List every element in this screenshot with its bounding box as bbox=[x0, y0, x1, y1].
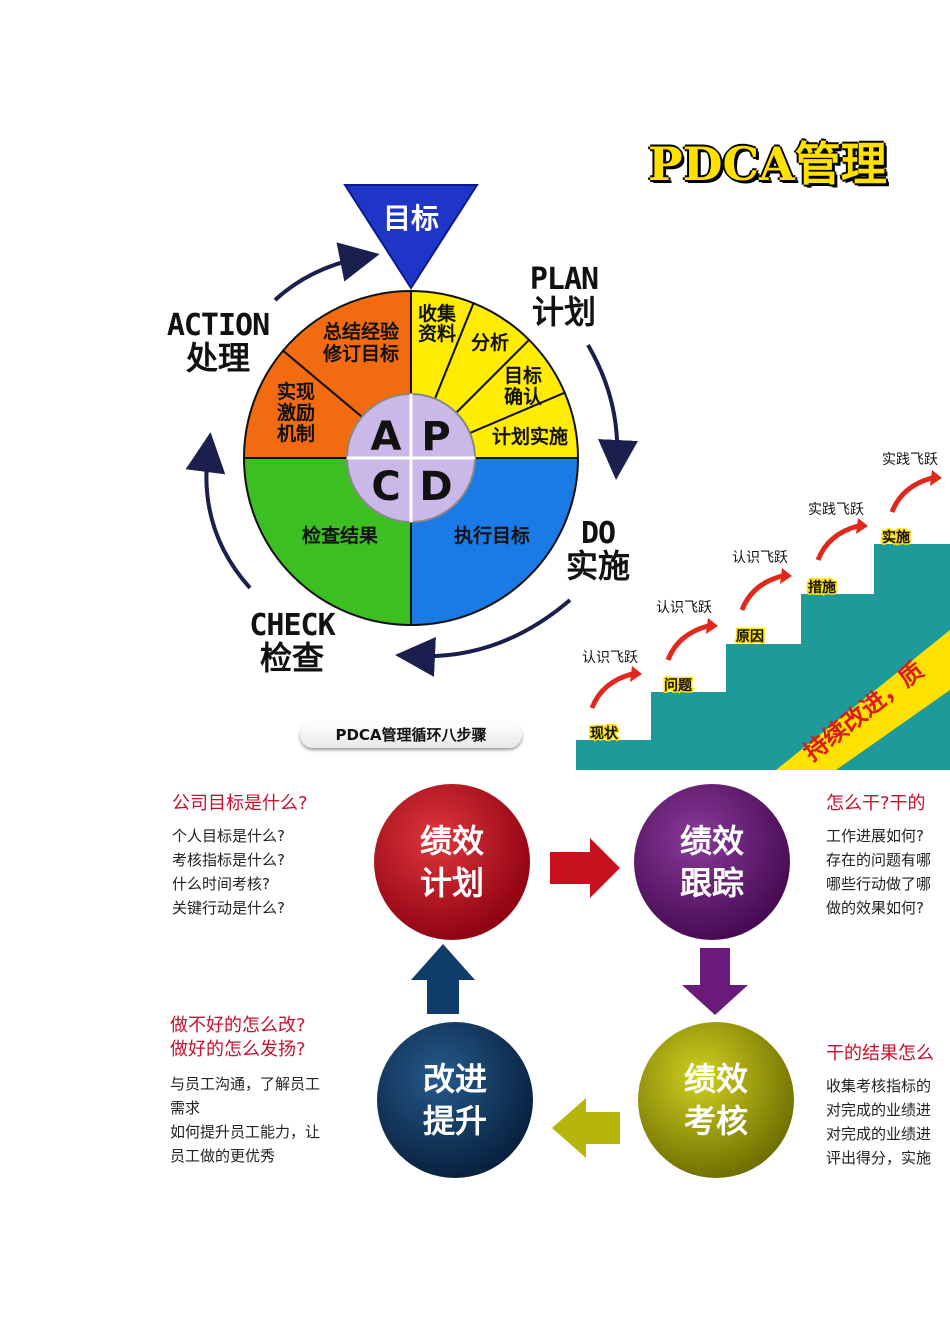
check-label: CHECK 检查 bbox=[240, 610, 344, 675]
seg-incentive-1: 实现 bbox=[277, 380, 315, 403]
seg-collect-1: 收集 bbox=[418, 302, 457, 325]
seg-summarize-1: 总结经验 bbox=[323, 320, 400, 343]
leap-3: 认识飞跃 bbox=[732, 550, 788, 566]
seg-confirm-2: 确认 bbox=[504, 385, 542, 408]
plan-q-lines: 个人目标是什么? 考核指标是什么? 什么时间考核? 关键行动是什么? bbox=[172, 827, 285, 917]
check-en: CHECK bbox=[249, 608, 335, 643]
arrow-action-to-goal bbox=[273, 242, 380, 302]
circle-plan-label: 绩效 计划 bbox=[382, 820, 522, 904]
center-p: P bbox=[421, 414, 450, 460]
check-cn: 检查 bbox=[259, 638, 324, 677]
track-questions: 怎么干?干的 工作进展如何? 存在的问题有哪 哪些行动做了哪 做的效果如何? bbox=[826, 792, 950, 920]
arrow-check-to-action bbox=[185, 432, 252, 590]
banner-shape bbox=[776, 630, 950, 770]
pdca-wheel: 目标 总结经验 修订目标 收集 资料 分析 目标 确认 计划实施 实现 激励 机… bbox=[185, 184, 638, 677]
goal-triangle bbox=[343, 184, 479, 290]
circle-track-label: 绩效 跟踪 bbox=[642, 820, 782, 904]
assess-questions: 干的结果怎么 收集考核指标的 对完成的业绩进 对完成的业绩进 评出得分，实施 bbox=[826, 1042, 950, 1170]
seg-incentive-3: 机制 bbox=[277, 422, 315, 445]
goal-label: 目标 bbox=[383, 202, 439, 235]
circle-improve-label: 改进 提升 bbox=[385, 1058, 525, 1142]
circle-improve bbox=[377, 1022, 533, 1178]
center-c: C bbox=[371, 464, 400, 510]
leap-arrow-1 bbox=[589, 671, 633, 709]
arrow-plan-to-track bbox=[550, 838, 620, 898]
improve-questions: 做不好的怎么改? 做好的怎么发扬? 与员工沟通，了解员工 需求 如何提升员工能力… bbox=[170, 1014, 370, 1168]
leap-2: 认识飞跃 bbox=[656, 600, 712, 616]
arrow-do-to-check bbox=[395, 598, 572, 677]
stairs-svg: 持续改进，质 现状 问题 原因 措施 实施 认识飞跃 认识飞跃 认识飞跃 实践飞… bbox=[576, 452, 950, 770]
seg-summarize-2: 修订目标 bbox=[322, 342, 399, 365]
step-4: 措施 bbox=[808, 579, 836, 596]
seg-incentive-2: 激励 bbox=[277, 401, 315, 424]
seg-plan-impl: 计划实施 bbox=[492, 425, 568, 448]
assess-q-lines: 收集考核指标的 对完成的业绩进 对完成的业绩进 评出得分，实施 bbox=[826, 1077, 932, 1167]
assess-q-title: 干的结果怎么 bbox=[826, 1043, 934, 1064]
stairs-panel: 持续改进，质 现状 问题 原因 措施 实施 认识飞跃 认识飞跃 认识飞跃 实践飞… bbox=[576, 430, 950, 770]
wheel-caption: PDCA管理循环八步骤 bbox=[300, 722, 522, 748]
seg-confirm-1: 目标 bbox=[504, 365, 542, 387]
page-title: PDCA管理 bbox=[648, 137, 887, 191]
leap-arrow-2 bbox=[665, 623, 709, 661]
arrow-assess-to-improve bbox=[552, 1098, 620, 1158]
arrow-plan-to-do bbox=[586, 343, 638, 480]
circle-plan bbox=[374, 784, 530, 940]
do-en: DO bbox=[580, 516, 616, 551]
action-label: ACTION 处理 bbox=[160, 310, 276, 375]
leap-arrow-4 bbox=[815, 523, 859, 561]
plan-q-title: 公司目标是什么? bbox=[172, 793, 308, 814]
leap-5: 实践飞跃 bbox=[882, 452, 938, 468]
improve-line2: 提升 bbox=[422, 1102, 487, 1140]
do-label: DO 实施 bbox=[558, 518, 638, 583]
plan-questions: 公司目标是什么? 个人目标是什么? 考核指标是什么? 什么时间考核? 关键行动是… bbox=[172, 792, 372, 920]
seg-execute-goal: 执行目标 bbox=[454, 524, 530, 547]
track-q-title: 怎么干?干的 bbox=[826, 793, 926, 814]
plan-en: PLAN bbox=[529, 262, 599, 297]
center-a: A bbox=[371, 414, 402, 460]
seg-check-result: 检查结果 bbox=[302, 524, 378, 547]
leap-1: 认识飞跃 bbox=[582, 650, 638, 666]
arrow-track-to-assess bbox=[682, 948, 748, 1015]
improve-q-lines: 与员工沟通，了解员工 需求 如何提升员工能力，让 员工做的更优秀 bbox=[170, 1075, 321, 1165]
step-1: 现状 bbox=[590, 725, 619, 742]
step-5: 实施 bbox=[882, 529, 910, 546]
step-3: 原因 bbox=[736, 629, 764, 645]
improve-q-title-2: 做好的怎么发扬? bbox=[170, 1039, 306, 1060]
leap-arrow-3 bbox=[739, 573, 783, 611]
seg-analyze: 分析 bbox=[471, 331, 509, 354]
track-line2: 跟踪 bbox=[679, 864, 744, 902]
circle-assess-label: 绩效 考核 bbox=[646, 1058, 786, 1142]
staircase bbox=[576, 504, 950, 770]
plan-line2: 计划 bbox=[419, 864, 484, 902]
improve-q-title-1: 做不好的怎么改? bbox=[170, 1015, 306, 1036]
assess-line1: 绩效 bbox=[683, 1060, 748, 1098]
assess-line2: 考核 bbox=[683, 1102, 748, 1140]
plan-label: PLAN 计划 bbox=[524, 264, 604, 329]
arrow-improve-to-plan bbox=[411, 944, 475, 1014]
track-q-lines: 工作进展如何? 存在的问题有哪 哪些行动做了哪 做的效果如何? bbox=[826, 827, 932, 917]
track-line1: 绩效 bbox=[679, 822, 744, 860]
circle-track bbox=[634, 784, 790, 940]
leap-4: 实践飞跃 bbox=[808, 502, 864, 518]
do-cn: 实施 bbox=[565, 546, 630, 585]
step-2: 问题 bbox=[664, 677, 693, 694]
plan-cn: 计划 bbox=[531, 292, 596, 331]
action-cn: 处理 bbox=[185, 338, 250, 377]
plan-line1: 绩效 bbox=[419, 822, 484, 860]
leap-arrow-5 bbox=[889, 475, 933, 513]
performance-cycle bbox=[374, 784, 794, 1178]
action-en: ACTION bbox=[166, 308, 270, 343]
center-d: D bbox=[419, 464, 452, 510]
circle-assess bbox=[638, 1022, 794, 1178]
seg-collect-2: 资料 bbox=[418, 322, 456, 345]
improve-line1: 改进 bbox=[422, 1060, 487, 1098]
